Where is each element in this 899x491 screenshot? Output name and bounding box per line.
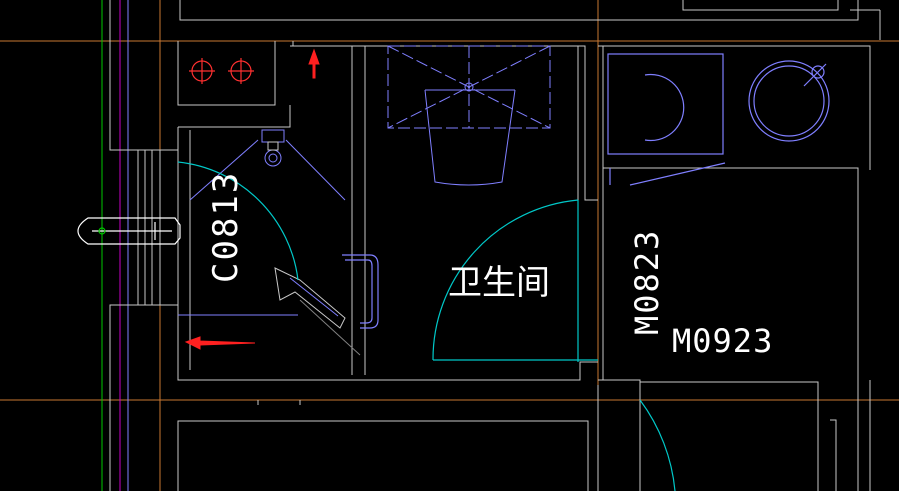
room-name-label: 卫生间	[448, 263, 550, 303]
grab-bar-icon	[342, 254, 379, 329]
wall-lamp-icon	[77, 217, 181, 245]
pipe-icons	[189, 58, 254, 84]
red-arrows	[184, 48, 320, 350]
window-hinge-icon	[274, 267, 361, 356]
washing-machine-icon	[607, 53, 726, 186]
shower-icon	[387, 45, 551, 186]
door-swings	[177, 161, 676, 491]
window-tag-label: C0813	[206, 171, 246, 283]
door-tag-horizontal-label: M0923	[672, 322, 773, 360]
dryer-icon	[748, 60, 830, 142]
exterior-lines	[101, 0, 129, 491]
door-tag-vertical-label: M0823	[628, 229, 666, 335]
toilet-icon	[189, 129, 346, 201]
